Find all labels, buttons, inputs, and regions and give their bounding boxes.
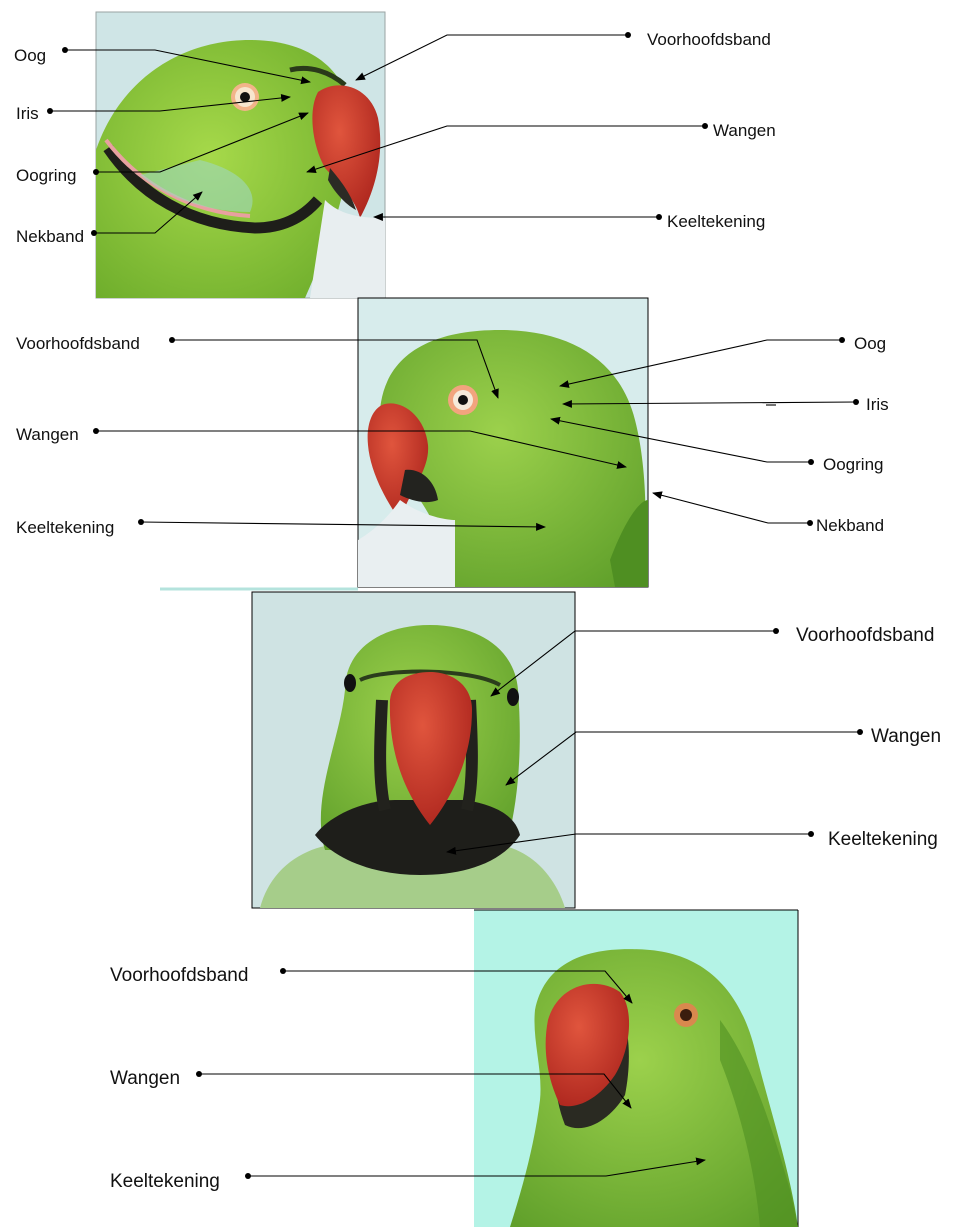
label-nekband: Nekband <box>16 227 84 246</box>
parakeet-3-eye-right <box>507 688 519 706</box>
label-oogring: Oogring <box>823 455 883 474</box>
label-voorhoofdsband: Voorhoofdsband <box>16 334 140 353</box>
panel-three-quarter: Voorhoofdsband Wangen Keeltekening <box>110 910 798 1227</box>
label-keeltekening: Keeltekening <box>828 829 938 850</box>
leader-voorhoofdsband <box>356 35 628 80</box>
label-wangen: Wangen <box>871 726 941 747</box>
label-keeltekening: Keeltekening <box>667 212 765 231</box>
parakeet-1-pupil <box>240 92 250 102</box>
label-voorhoofdsband: Voorhoofdsband <box>110 965 248 986</box>
label-keeltekening: Keeltekening <box>16 518 114 537</box>
panel-side-right: Oog Iris Oogring Nekband Voorhoofdsband … <box>14 12 776 298</box>
label-wangen: Wangen <box>110 1068 180 1089</box>
label-wangen: Wangen <box>16 425 79 444</box>
panel-front: Voorhoofdsband Wangen Keeltekening <box>252 592 941 908</box>
parakeet-3-face-stripe-left <box>380 700 385 810</box>
label-oogring: Oogring <box>16 166 76 185</box>
label-oog: Oog <box>14 46 46 65</box>
parakeet-3-eye-left <box>344 674 356 692</box>
label-keeltekening: Keeltekening <box>110 1171 220 1192</box>
label-wangen: Wangen <box>713 121 776 140</box>
label-iris: Iris <box>16 104 39 123</box>
leader-nekband <box>653 493 810 523</box>
panel-side-left: Voorhoofdsband Wangen Keeltekening Oog I… <box>16 298 889 589</box>
label-oog: Oog <box>854 334 886 353</box>
label-iris: Iris <box>866 395 889 414</box>
label-voorhoofdsband: Voorhoofdsband <box>796 625 934 646</box>
parakeet-4-pupil <box>680 1009 692 1021</box>
label-nekband: Nekband <box>816 516 884 535</box>
label-voorhoofdsband: Voorhoofdsband <box>647 30 771 49</box>
parakeet-2-pupil <box>458 395 468 405</box>
